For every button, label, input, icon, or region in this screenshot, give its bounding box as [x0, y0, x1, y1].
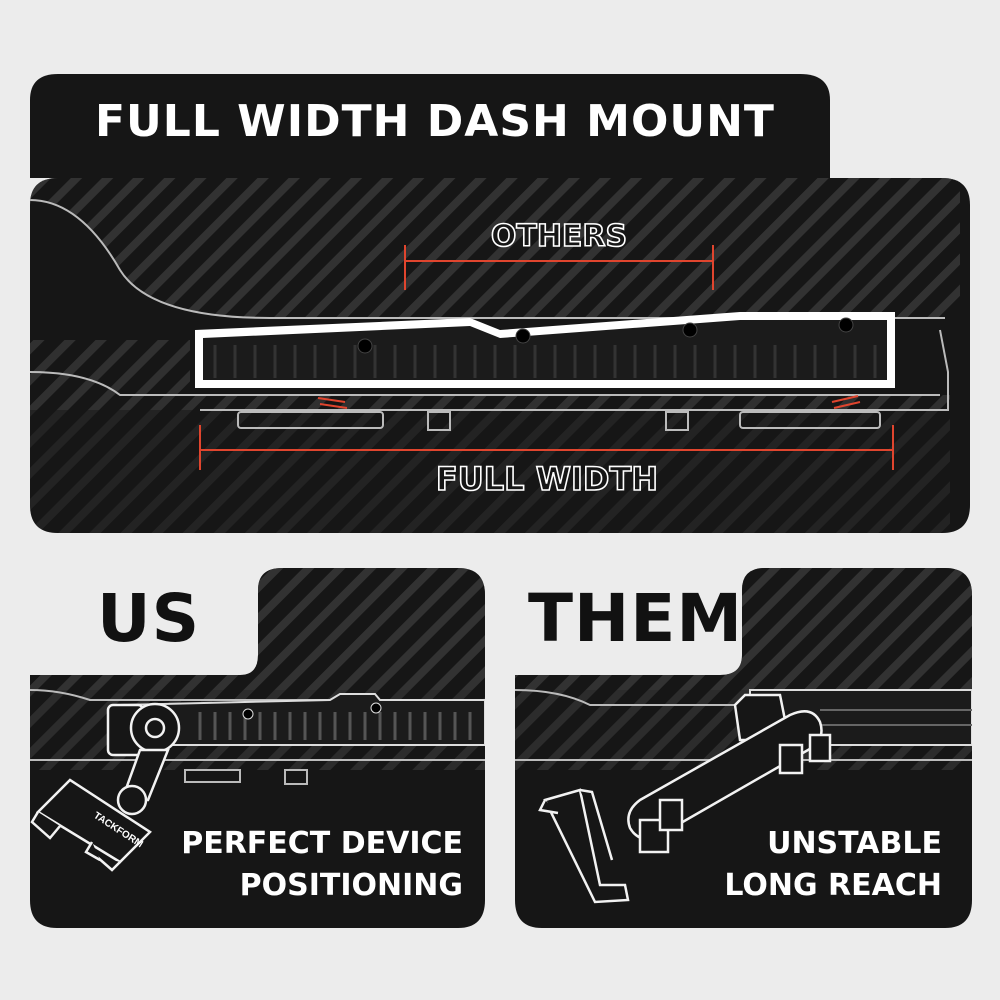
them-label: THEM [528, 580, 744, 657]
full-width-label: FULL WIDTH [436, 460, 658, 498]
us-caption-line-2: POSITIONING [239, 868, 463, 903]
them-caption-line-2: LONG REACH [724, 868, 942, 903]
them-caption: UNSTABLE LONG REACH [724, 823, 942, 907]
them-caption-line-1: UNSTABLE [767, 826, 942, 861]
us-label: US [97, 580, 201, 657]
phone-holder-illustration [30, 702, 181, 872]
us-caption: PERFECT DEVICE POSITIONING [181, 823, 463, 907]
others-label: OTHERS [491, 219, 627, 254]
rail-grooves [213, 345, 877, 378]
page-title: FULL WIDTH DASH MOUNT [95, 96, 775, 147]
top-panel: OTHERS FULL WIDTH [30, 74, 970, 533]
full-width-measure-line [199, 425, 894, 470]
others-measure-line [404, 245, 714, 290]
us-caption-line-1: PERFECT DEVICE [181, 826, 463, 861]
long-arm-illustration [538, 693, 832, 904]
